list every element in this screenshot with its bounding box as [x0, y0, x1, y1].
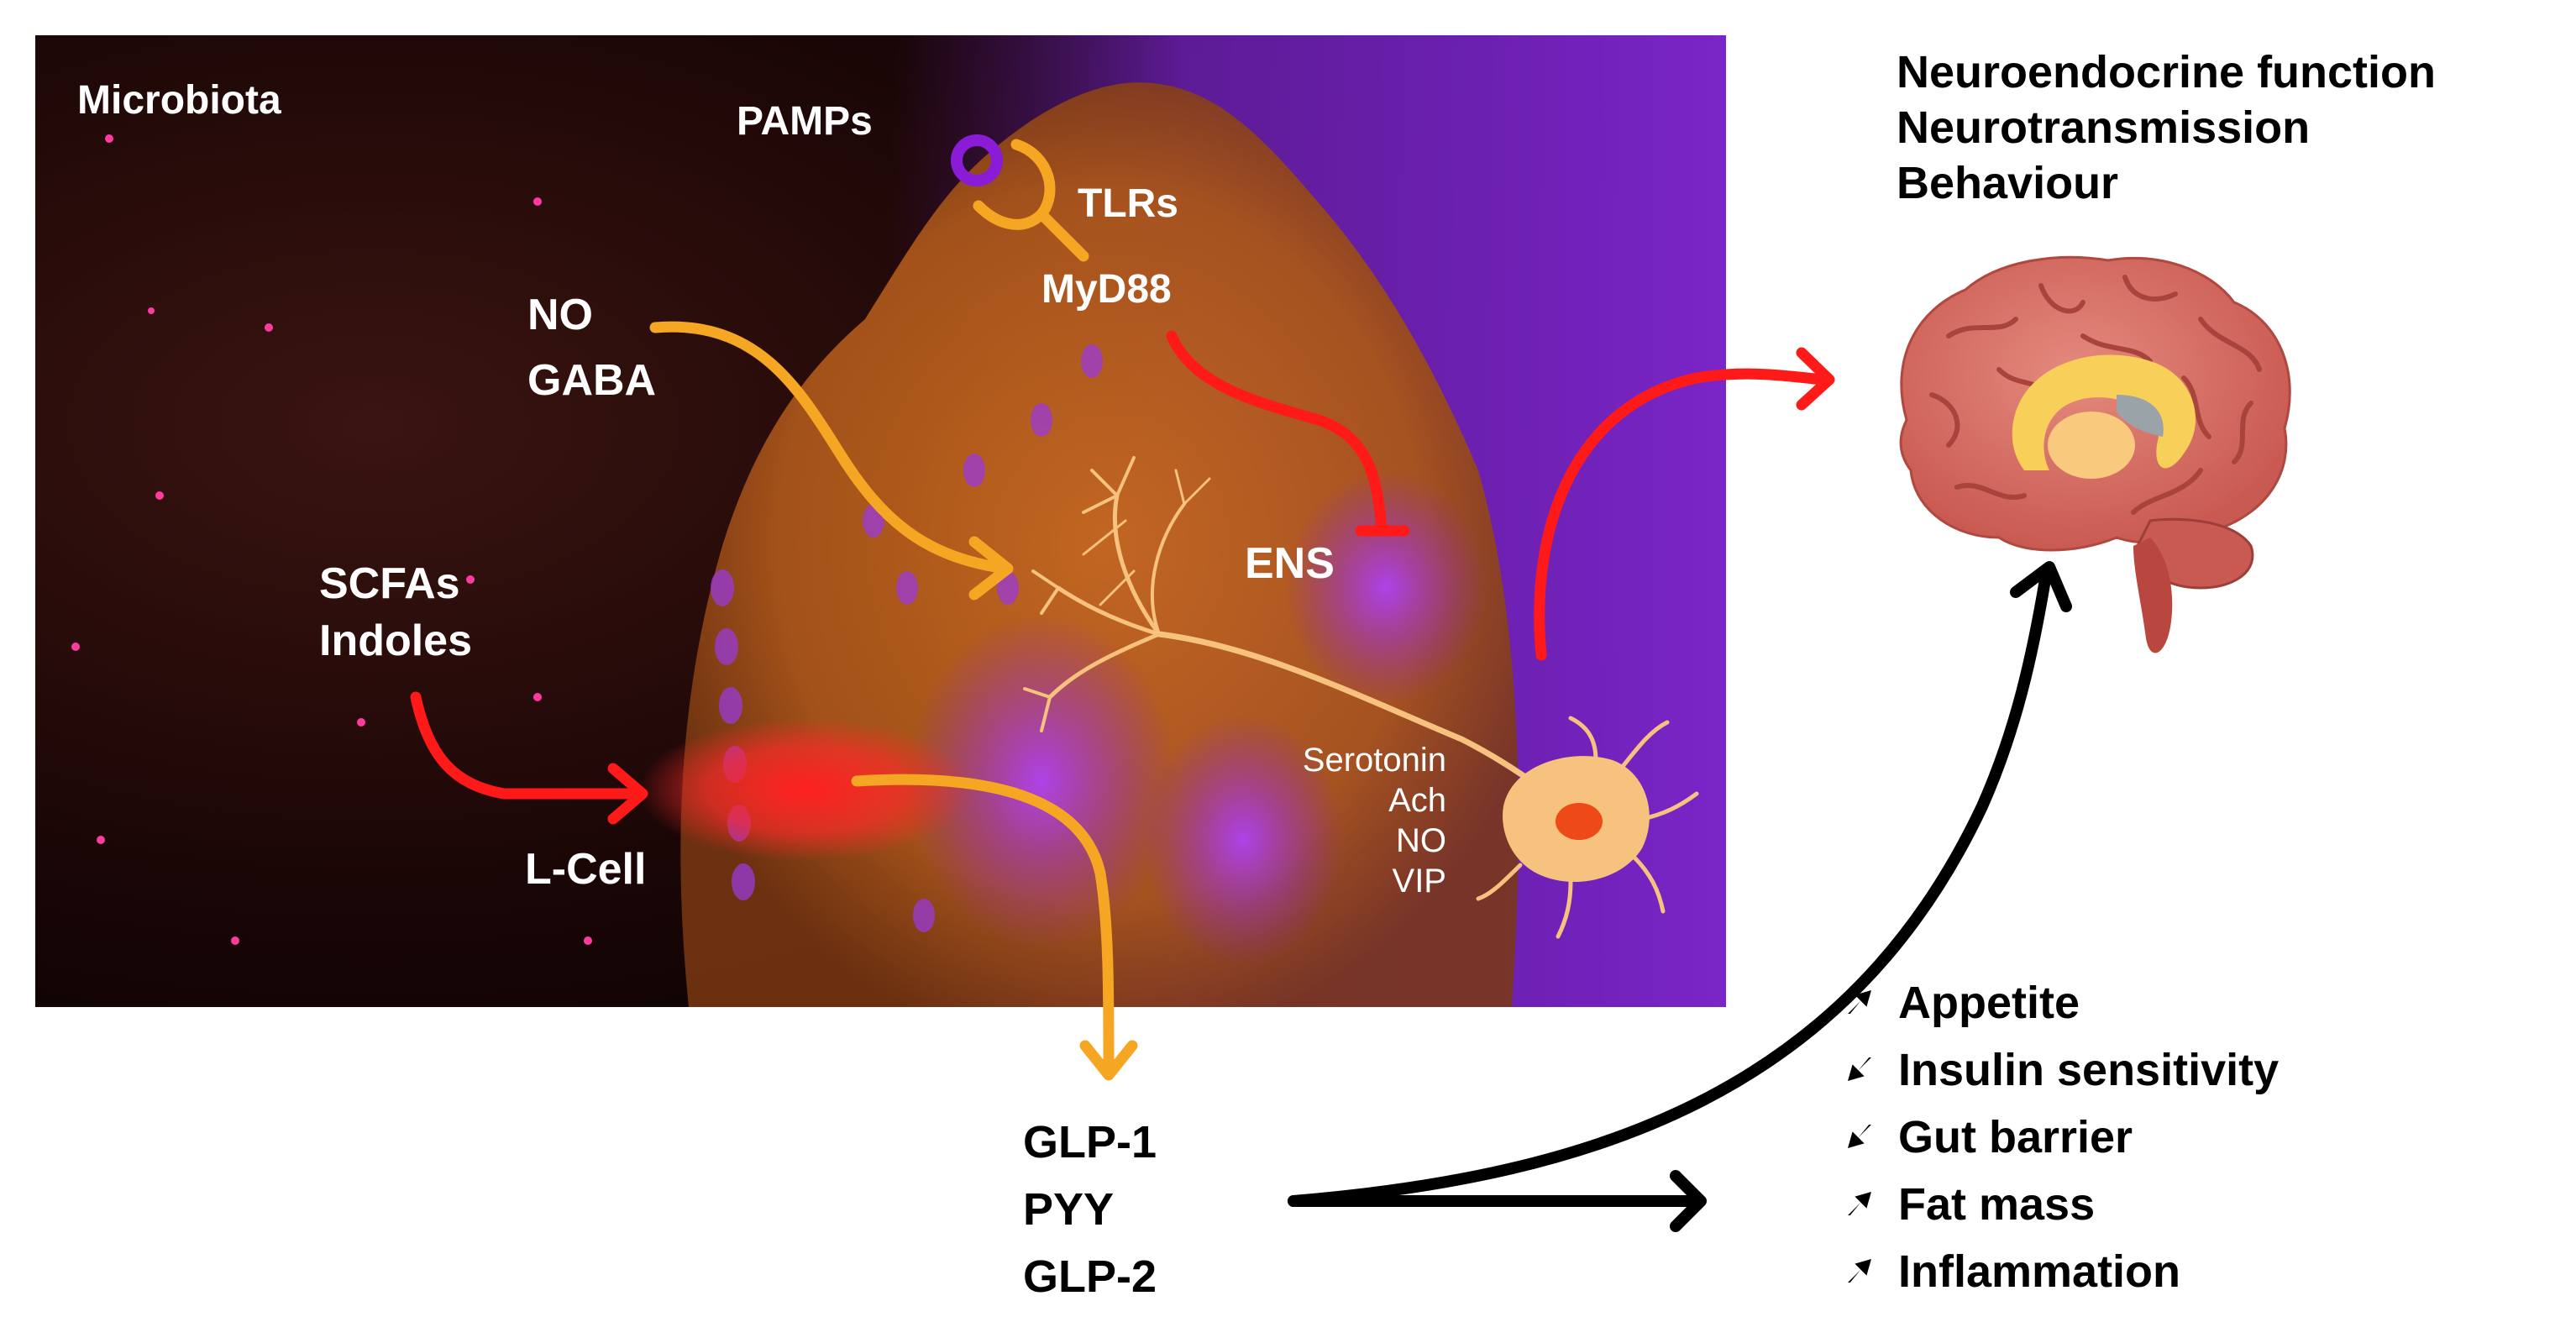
gut-panel — [35, 35, 1726, 1008]
ach-label: Ach — [1388, 782, 1446, 819]
neuron-to-brain-arrow — [1534, 368, 1828, 661]
outcome-insulin-sensitivity: Insulin sensitivity — [1898, 1045, 2279, 1095]
purple-crypt — [1285, 470, 1487, 706]
pyy-label: PYY — [1023, 1184, 1114, 1235]
scfas-label: SCFAs — [319, 559, 460, 608]
l-cell-to-glp-arrow — [851, 774, 1115, 1068]
hormones-to-brain-arrow — [1288, 574, 2051, 1207]
brain-corpus-callosum — [2012, 354, 2196, 470]
brain-folds — [1929, 275, 2262, 515]
neuron-nucleus — [1556, 803, 1603, 840]
microbiota-label: Microbiota — [77, 78, 281, 123]
myd88-label: MyD88 — [1041, 267, 1172, 312]
no-gaba-arrow — [649, 321, 1001, 573]
purple-crypt — [1142, 714, 1344, 966]
neuron-cell-body — [1476, 716, 1699, 939]
purple-crypt — [907, 613, 1176, 949]
glp1-label: GLP-1 — [1023, 1117, 1157, 1167]
scfas-arrowhead — [607, 763, 648, 825]
no-gaba-arrowhead — [968, 536, 1014, 601]
decrease-arrow-icon — [1848, 1125, 1871, 1148]
hormones-to-brain-arrowhead — [2010, 561, 2072, 612]
no-label: NO — [527, 291, 593, 339]
ens-label: ENS — [1245, 539, 1335, 588]
pamp-tlr-complex — [951, 134, 1089, 262]
brain-cerebrum — [1899, 255, 2291, 552]
increase-arrow-icon — [1848, 1192, 1871, 1215]
bacteria-dots — [71, 134, 592, 945]
myd88-inhibition-arrow — [1166, 330, 1388, 535]
labels: Microbiota PAMPs TLRs MyD88 NO GABA SCFA… — [77, 47, 2436, 1302]
increase-arrow-icon — [1848, 1259, 1871, 1283]
gaba-label: GABA — [527, 356, 656, 405]
outcome-appetite: Appetite — [1898, 978, 2080, 1028]
neurotransmitter-list: Serotonin Ach NO VIP — [1303, 742, 1446, 900]
pamp-icon — [951, 134, 1003, 186]
tlr-stem — [1036, 208, 1089, 262]
behaviour-label: Behaviour — [1897, 158, 2118, 208]
brain-stem — [2133, 538, 2173, 653]
outcome-gut-barrier: Gut barrier — [1898, 1112, 2133, 1162]
neuron-to-brain-arrowhead — [1796, 347, 1835, 411]
l-cell-glow — [638, 718, 974, 861]
l-cell-to-glp-arrowhead — [1079, 1040, 1138, 1081]
brain-icon — [1899, 255, 2291, 653]
neuroendocrine-label: Neuroendocrine function — [1897, 47, 2436, 97]
vip-label: VIP — [1393, 863, 1446, 900]
brain-ventricle — [2117, 395, 2164, 437]
outcome-fat-mass: Fat mass — [1898, 1179, 2095, 1230]
tlrs-label: TLRs — [1078, 181, 1178, 226]
no-nt-label: NO — [1396, 822, 1446, 859]
decrease-arrow-icon — [1848, 1057, 1871, 1081]
increase-arrow-icon — [1848, 990, 1871, 1014]
scfas-arrow — [410, 691, 640, 800]
brain-thalamus — [2048, 412, 2135, 479]
neurotransmission-label: Neurotransmission — [1897, 102, 2310, 153]
hormones-to-outcomes-arrowhead — [1670, 1170, 1707, 1232]
serotonin-label: Serotonin — [1303, 742, 1446, 779]
outcome-direction-icons — [1848, 990, 1871, 1283]
outcome-inflammation: Inflammation — [1898, 1246, 2180, 1297]
pamps-label: PAMPs — [737, 99, 873, 144]
glp2-label: GLP-2 — [1023, 1251, 1157, 1302]
l-cell-label: L-Cell — [525, 845, 646, 894]
indoles-label: Indoles — [319, 616, 472, 665]
